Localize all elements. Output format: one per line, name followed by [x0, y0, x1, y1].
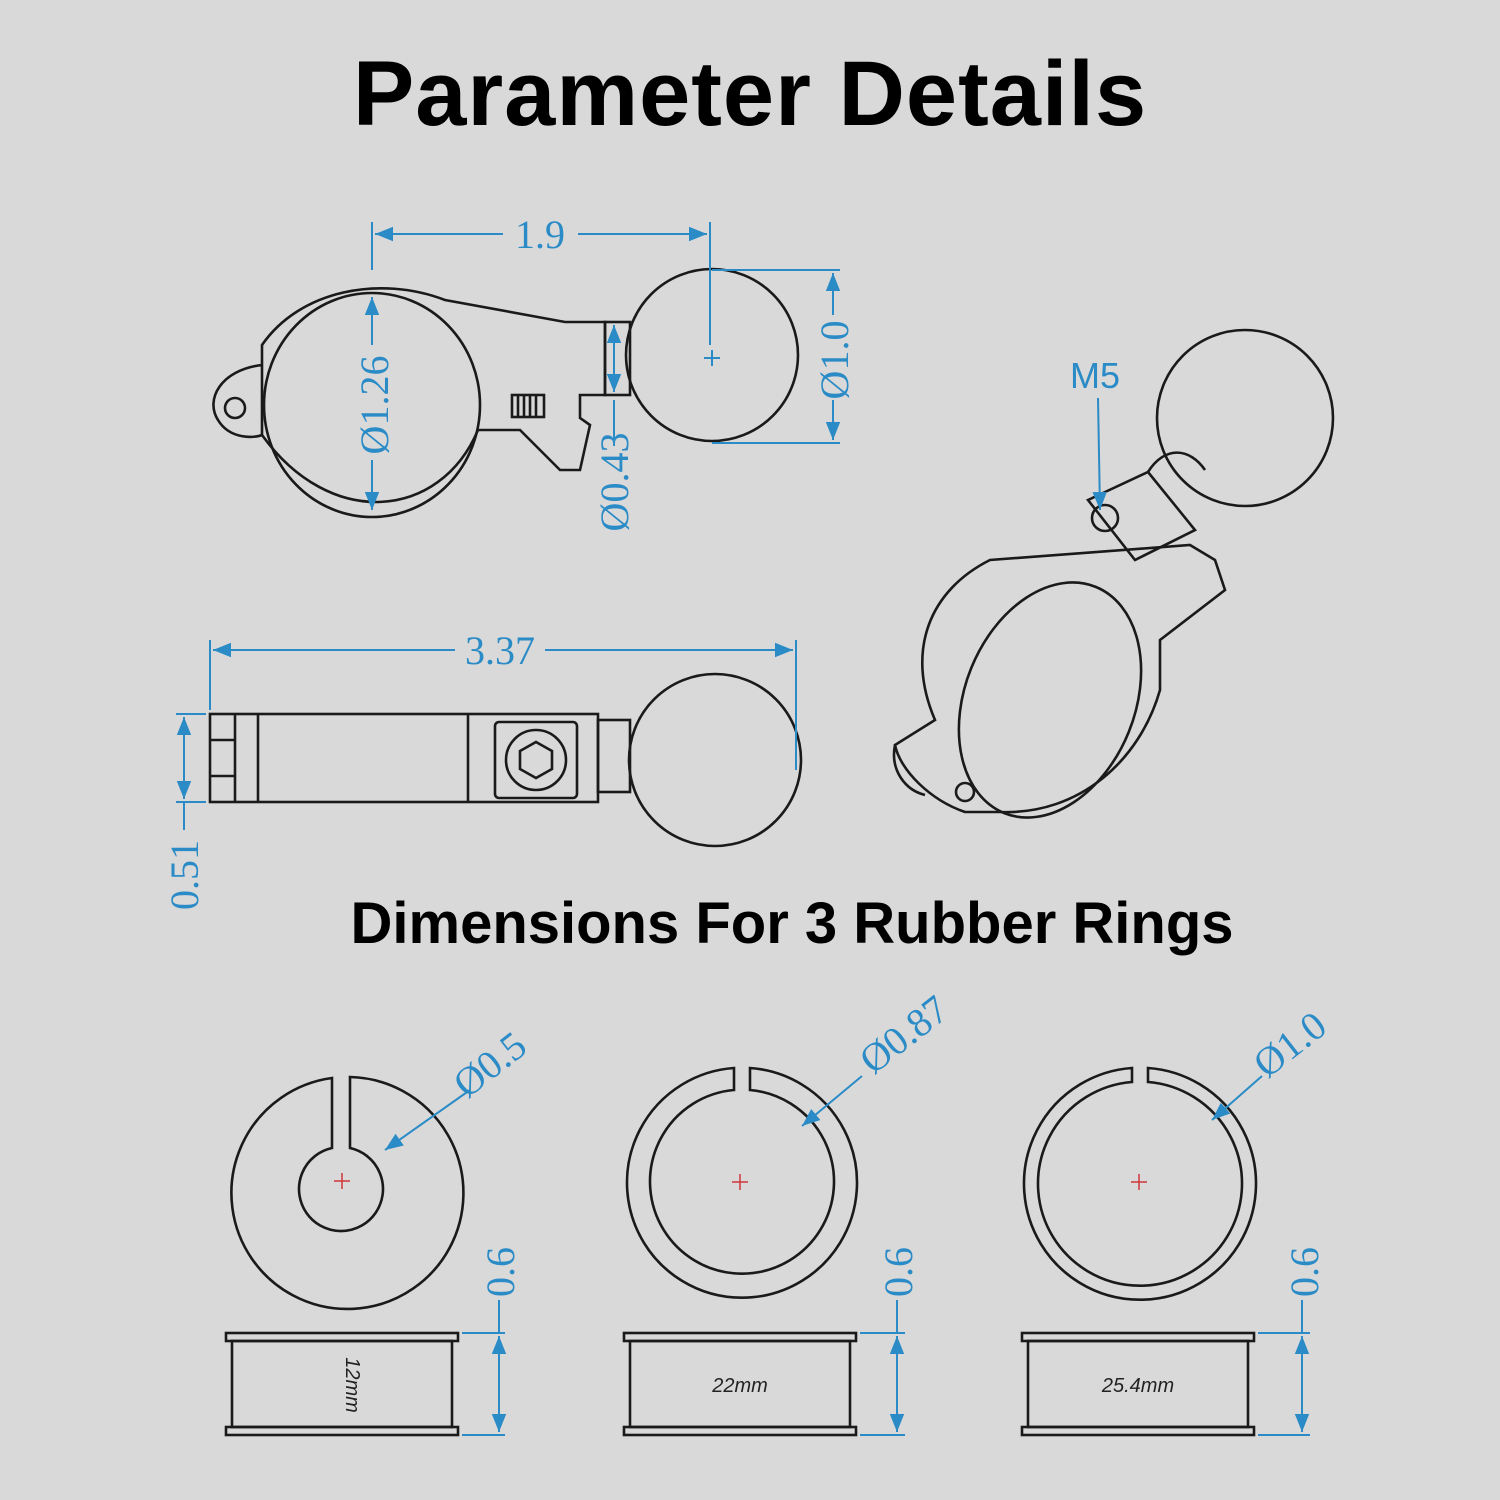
side-view-dimensions: 3.37 0.51	[162, 628, 797, 910]
screw-callout: M5	[1070, 355, 1120, 511]
rubber-ring-1: Ø0.5 12mm 0.6	[224, 1022, 535, 1437]
thickness-dimension-label: 0.51	[162, 840, 207, 910]
ring-3-diameter-label: Ø1.0	[1245, 1002, 1335, 1086]
clamp-ring-inner	[262, 291, 482, 519]
main-title: Parameter Details	[352, 43, 1148, 145]
rubber-rings-title: Dimensions For 3 Rubber Rings	[350, 891, 1234, 956]
ring-3-top-view	[1022, 1066, 1258, 1302]
ring-1-side-view	[224, 1331, 460, 1437]
ring-3-height-label: 0.6	[1282, 1247, 1327, 1297]
ring-3-side-view	[1020, 1331, 1256, 1437]
clamp-screw-threads	[510, 393, 546, 419]
ring-3-size-label: 25.4mm	[1101, 1375, 1174, 1397]
ring-2-top-view	[625, 1066, 859, 1300]
hex-screw-head	[504, 728, 568, 792]
ball-diameter-label: Ø1.0	[812, 321, 857, 400]
clamp-ear-hole	[223, 396, 247, 420]
ring-2-size-label: 22mm	[711, 1375, 768, 1397]
ring-1-diameter-label: Ø0.5	[445, 1022, 535, 1106]
ring-2-height-label: 0.6	[876, 1247, 921, 1297]
length-dimension-label: 3.37	[465, 628, 535, 673]
perspective-ball	[1155, 328, 1335, 508]
perspective-clamp-inner	[957, 581, 1143, 819]
rubber-ring-3: Ø1.0 25.4mm 0.6	[1020, 1002, 1335, 1437]
ring-2-side-view	[622, 1331, 858, 1437]
ring-1-top-view	[230, 1075, 465, 1311]
top-view-dimensions: 1.9 Ø1.26 Ø1.0 Ø0.43	[352, 212, 857, 531]
clamp-diameter-label: Ø1.26	[352, 356, 397, 455]
clamp-perspective-view	[892, 328, 1335, 819]
ring-1-height-label: 0.6	[478, 1247, 523, 1297]
ring-1-size-label: 12mm	[341, 1357, 363, 1413]
width-dimension-label: 1.9	[515, 212, 565, 257]
side-mount-ball	[627, 672, 803, 848]
perspective-clamp-outer	[893, 543, 1227, 814]
neck-diameter-label: Ø0.43	[592, 433, 637, 532]
clamp-neck	[603, 320, 632, 397]
clamp-ear	[212, 363, 263, 439]
ring-2-diameter-label: Ø0.87	[851, 986, 957, 1082]
screw-size-label: M5	[1070, 355, 1120, 396]
rubber-ring-2: Ø0.87 22mm 0.6	[622, 986, 957, 1437]
clamp-side-view	[208, 672, 803, 848]
clamp-body-outline	[260, 287, 607, 504]
